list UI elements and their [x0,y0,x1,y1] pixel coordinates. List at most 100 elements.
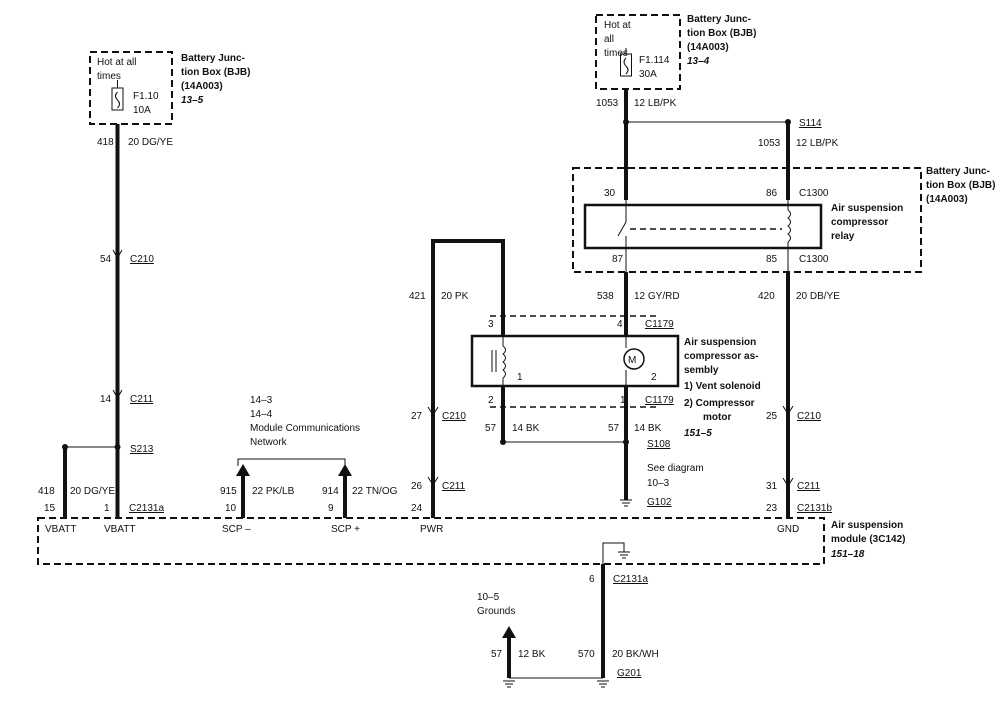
scp-network: 14–3 14–4 Module Communications Network … [220,395,398,518]
coil-icon [787,209,791,243]
svg-text:914: 914 [322,486,339,497]
svg-text:12 BK: 12 BK [518,649,546,660]
svg-text:86: 86 [766,188,778,199]
svg-text:418: 418 [38,486,55,497]
arrow-up-icon [502,626,516,638]
svg-text:12 LB/PK: 12 LB/PK [634,98,677,109]
wire-538-420: 538 12 GY/RD 420 20 DB/YE 25 C210 31 C21… [597,272,840,518]
svg-text:times: times [97,71,121,82]
svg-text:Air suspension: Air suspension [684,337,756,348]
svg-text:M: M [628,355,636,366]
svg-text:PWR: PWR [420,524,443,535]
bjb-relay: Battery Junc- tion Box (BJB) (14A003) 30… [572,166,995,273]
svg-text:31: 31 [766,481,778,492]
svg-text:6: 6 [589,574,595,585]
svg-text:tion Box (BJB): tion Box (BJB) [926,180,995,191]
svg-text:57: 57 [608,423,620,434]
svg-text:Hot at: Hot at [604,20,631,31]
svg-text:SCP –: SCP – [222,524,251,535]
svg-text:421: 421 [409,291,426,302]
svg-text:1053: 1053 [596,98,619,109]
ground-icon [597,680,609,688]
arrow-up-icon [338,464,352,476]
fuse-icon [111,87,124,111]
svg-text:S213: S213 [130,444,154,455]
svg-text:30A: 30A [639,69,657,80]
svg-text:14–3: 14–3 [250,395,273,406]
svg-text:(14A003): (14A003) [181,81,223,92]
svg-text:Hot at all: Hot at all [97,57,136,68]
svg-text:Battery Junc-: Battery Junc- [926,166,990,177]
svg-text:57: 57 [485,423,497,434]
svg-text:G201: G201 [617,668,642,679]
svg-text:See diagram: See diagram [647,463,704,474]
svg-text:57: 57 [491,649,503,660]
svg-text:compressor: compressor [831,217,888,228]
relay-body [583,203,823,250]
svg-text:(14A003): (14A003) [926,194,968,205]
svg-text:10: 10 [225,503,237,514]
svg-text:24: 24 [411,503,423,514]
svg-text:SCP +: SCP + [331,524,360,535]
svg-text:570: 570 [578,649,595,660]
svg-text:10A: 10A [133,105,151,116]
svg-text:G102: G102 [647,497,672,508]
svg-text:10–3: 10–3 [647,478,670,489]
svg-text:14 BK: 14 BK [634,423,662,434]
svg-text:Battery Junc-: Battery Junc- [687,14,751,25]
svg-text:times: times [604,48,628,59]
svg-text:Battery Junc-: Battery Junc- [181,53,245,64]
svg-text:1: 1 [620,395,626,406]
svg-text:C1300: C1300 [799,254,829,265]
svg-text:sembly: sembly [684,365,719,376]
svg-text:26: 26 [411,481,423,492]
svg-text:13–5: 13–5 [181,95,204,106]
svg-text:15: 15 [44,503,56,514]
svg-text:20 DB/YE: 20 DB/YE [796,291,840,302]
wire-418-left: 418 20 DG/YE 54 C210 14 C211 S213 418 20… [38,124,173,518]
ground-icon [503,680,515,688]
svg-text:C1179: C1179 [645,395,674,406]
svg-text:C2131a: C2131a [613,574,648,585]
svg-text:25: 25 [766,411,778,422]
wire-421: 421 20 PK 27 C210 26 C211 24 [409,239,505,518]
svg-text:VBATT: VBATT [104,524,135,535]
svg-text:(14A003): (14A003) [687,42,729,53]
svg-text:F1.114: F1.114 [639,55,670,66]
svg-text:4: 4 [617,319,623,330]
svg-text:tion Box (BJB): tion Box (BJB) [687,28,756,39]
svg-text:VBATT: VBATT [45,524,76,535]
svg-text:C210: C210 [442,411,466,422]
svg-text:27: 27 [411,411,423,422]
svg-text:compressor as-: compressor as- [684,351,758,362]
svg-text:1: 1 [104,503,110,514]
svg-text:2: 2 [488,395,494,406]
compressor-assembly: 3 4 C1179 1 M 2 2 1 C1179 Air suspension… [470,315,761,439]
wire-57-s108: 57 14 BK 57 14 BK S108 See diagram 10–3 … [485,386,704,508]
svg-text:motor: motor [703,412,731,423]
svg-text:14: 14 [100,394,112,405]
svg-text:1) Vent solenoid: 1) Vent solenoid [684,381,761,392]
svg-text:87: 87 [612,254,624,265]
svg-text:Air suspension: Air suspension [831,520,903,531]
svg-text:915: 915 [220,486,237,497]
svg-text:Module Communications: Module Communications [250,423,360,434]
svg-text:C210: C210 [797,411,821,422]
solenoid-icon [502,345,506,379]
svg-text:85: 85 [766,254,778,265]
air-suspension-module: VBATT VBATT SCP – SCP + PWR GND Air susp… [37,517,905,565]
svg-text:22 PK/LB: 22 PK/LB [252,486,295,497]
svg-text:S114: S114 [799,118,822,129]
svg-text:2) Compressor: 2) Compressor [684,398,755,409]
svg-text:9: 9 [328,503,334,514]
svg-text:14–4: 14–4 [250,409,273,420]
svg-text:C2131b: C2131b [797,503,832,514]
svg-text:1053: 1053 [758,138,781,149]
arrow-up-icon [236,464,250,476]
svg-text:151–5: 151–5 [684,428,712,439]
svg-text:54: 54 [100,254,112,265]
svg-text:22 TN/OG: 22 TN/OG [352,486,398,497]
svg-text:10–5: 10–5 [477,592,500,603]
bjb-left: Hot at all times F1.10 10A Battery Junc-… [89,51,250,125]
